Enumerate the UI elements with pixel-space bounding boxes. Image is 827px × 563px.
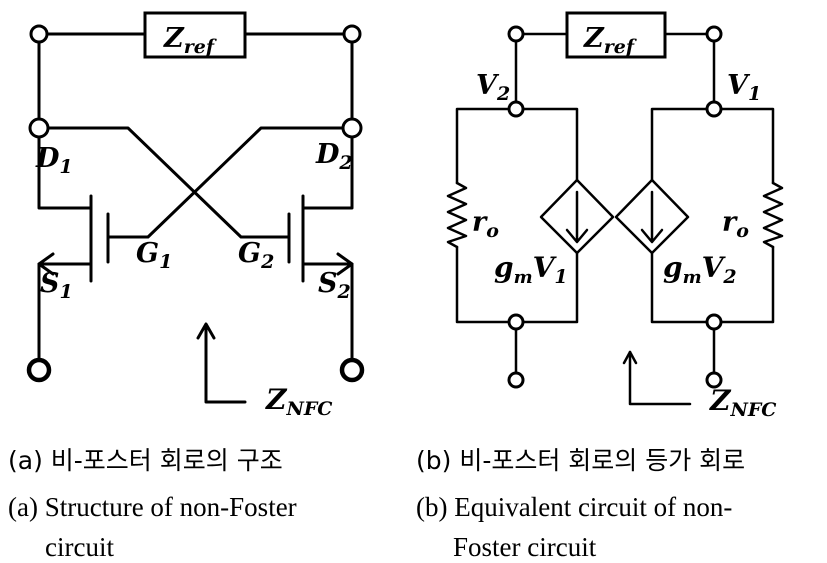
panel-a-structure: Zref D1 D2 G1 G2 S1 S2 ZNFC: [26, 11, 365, 420]
caption-a-english-line2: circuit: [45, 532, 114, 562]
label-ro-right: ro: [722, 207, 749, 242]
node-top-right-a: [342, 24, 362, 44]
znfc-arrow-a: [196, 322, 216, 340]
node-v2: [507, 100, 525, 118]
caption-b-english-line2: Foster circuit: [453, 532, 597, 562]
label-g1: G1: [136, 238, 172, 273]
zref-label-a: Zref: [163, 23, 217, 58]
label-d1: D1: [35, 143, 73, 178]
resistor-ro-right: [762, 181, 784, 249]
resistor-ro-left: [446, 181, 468, 249]
zref-box-b: [565, 11, 667, 59]
label-znfc-a: ZNFC: [265, 383, 332, 420]
node-top-right-b: [705, 25, 723, 43]
left-network-wires: [455, 107, 579, 380]
current-arrow-gmv2: [640, 190, 664, 244]
label-v2: V2: [476, 70, 510, 105]
zref-label-b: Zref: [583, 23, 637, 58]
rails-a: [37, 32, 354, 130]
source-arrow-s2: [336, 252, 354, 276]
source-wires-a: [37, 262, 354, 370]
source-arrow-s1: [37, 252, 55, 276]
znfc-arrow-b: [622, 350, 638, 365]
drain-wires-a: [37, 126, 354, 210]
current-source-gmv2: [614, 178, 690, 255]
cross-coupling-wires: [37, 126, 354, 239]
label-znfc-b: ZNFC: [709, 384, 776, 421]
label-s2: S2: [318, 268, 351, 303]
node-s1-terminal: [26, 357, 52, 383]
label-d2: D2: [315, 139, 353, 174]
node-bottom-right-b: [705, 313, 723, 331]
znfc-indicator-b: [628, 350, 692, 406]
current-arrow-gmv1: [565, 190, 589, 244]
label-ro-left: ro: [472, 207, 499, 242]
node-terminal-right-b: [705, 371, 723, 389]
right-network-wires: [650, 107, 775, 380]
node-d2: [341, 117, 363, 139]
node-v1: [705, 100, 723, 118]
node-s2-terminal: [339, 357, 365, 383]
caption-a-english-line1: (a) Structure of non-Foster: [8, 492, 297, 522]
panel-b-equivalent: Zref V2 V1 ro ro gmV1 gmV2 ZNFC: [446, 11, 784, 421]
node-top-left-b: [507, 25, 525, 43]
node-d1: [28, 117, 50, 139]
node-top-left-a: [29, 24, 49, 44]
znfc-indicator-a: [204, 324, 247, 404]
label-g2: G2: [238, 238, 274, 273]
captions: (a) 비-포스터 회로의 구조 (a) Structure of non-Fo…: [8, 446, 745, 562]
current-source-gmv1: [539, 178, 615, 255]
caption-a-korean: (a) 비-포스터 회로의 구조: [8, 446, 283, 475]
label-v1: V1: [727, 70, 761, 105]
label-gmv2: gmV2: [663, 251, 737, 288]
zref-box-a: [143, 11, 247, 59]
caption-b-english-line1: (b) Equivalent circuit of non-: [416, 492, 732, 522]
rails-b: [514, 32, 716, 111]
label-s1: S1: [40, 268, 73, 303]
caption-b-korean: (b) 비-포스터 회로의 등가 회로: [416, 446, 745, 475]
node-terminal-left-b: [507, 371, 525, 389]
label-gmv1: gmV1: [494, 251, 568, 288]
node-bottom-left-b: [507, 313, 525, 331]
